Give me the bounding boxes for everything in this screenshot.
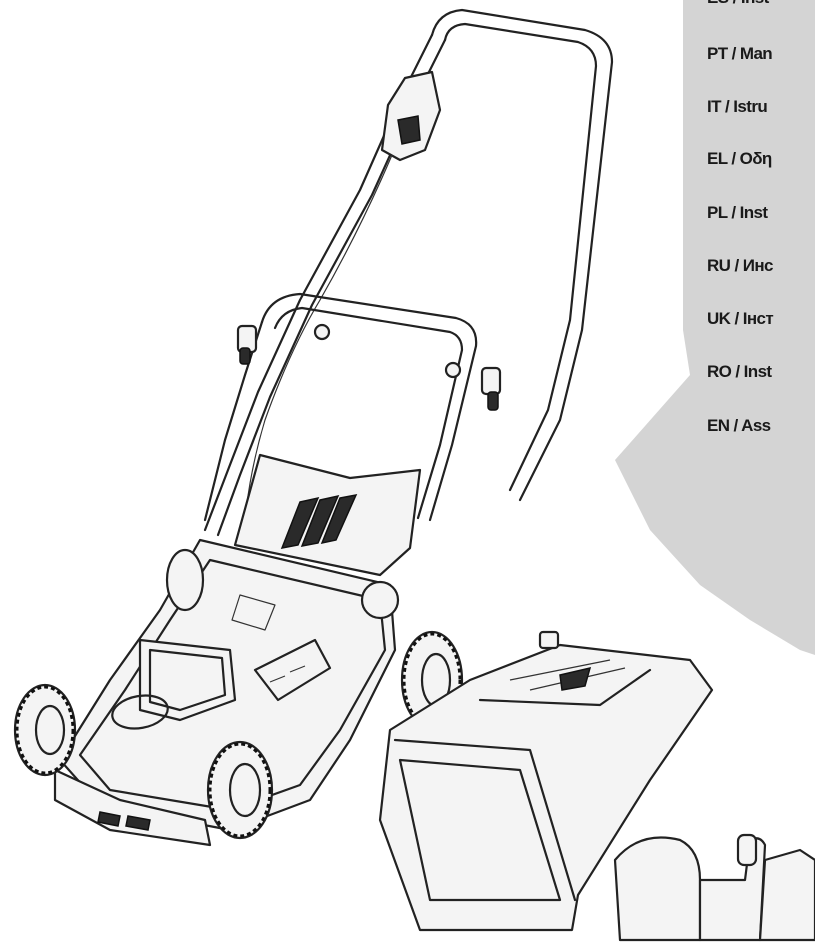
language-item-it[interactable]: IT / Istru — [707, 97, 768, 116]
language-item-uk[interactable]: UK / Інст — [707, 309, 774, 328]
grass-collection-box — [378, 630, 815, 942]
language-item-el[interactable]: EL / Οδη — [707, 149, 772, 168]
language-item-en[interactable]: EN / Ass — [707, 416, 771, 435]
mower-deck — [53, 538, 397, 847]
handle-bar — [203, 8, 614, 537]
language-item-ru[interactable]: RU / Инс — [707, 256, 773, 275]
wheel-rear-left — [165, 548, 205, 612]
wheel-front-left — [13, 683, 77, 777]
language-item-pt[interactable]: PT / Man — [707, 44, 773, 63]
wheels — [13, 548, 464, 840]
language-item-ro[interactable]: RO / Inst — [707, 362, 772, 381]
language-item-pl[interactable]: PL / Inst — [707, 203, 768, 222]
language-item-es[interactable]: ES / Inst — [707, 0, 769, 8]
wheel-front-right — [206, 740, 274, 840]
lower-handle — [203, 292, 502, 522]
mower-cover — [233, 453, 422, 577]
